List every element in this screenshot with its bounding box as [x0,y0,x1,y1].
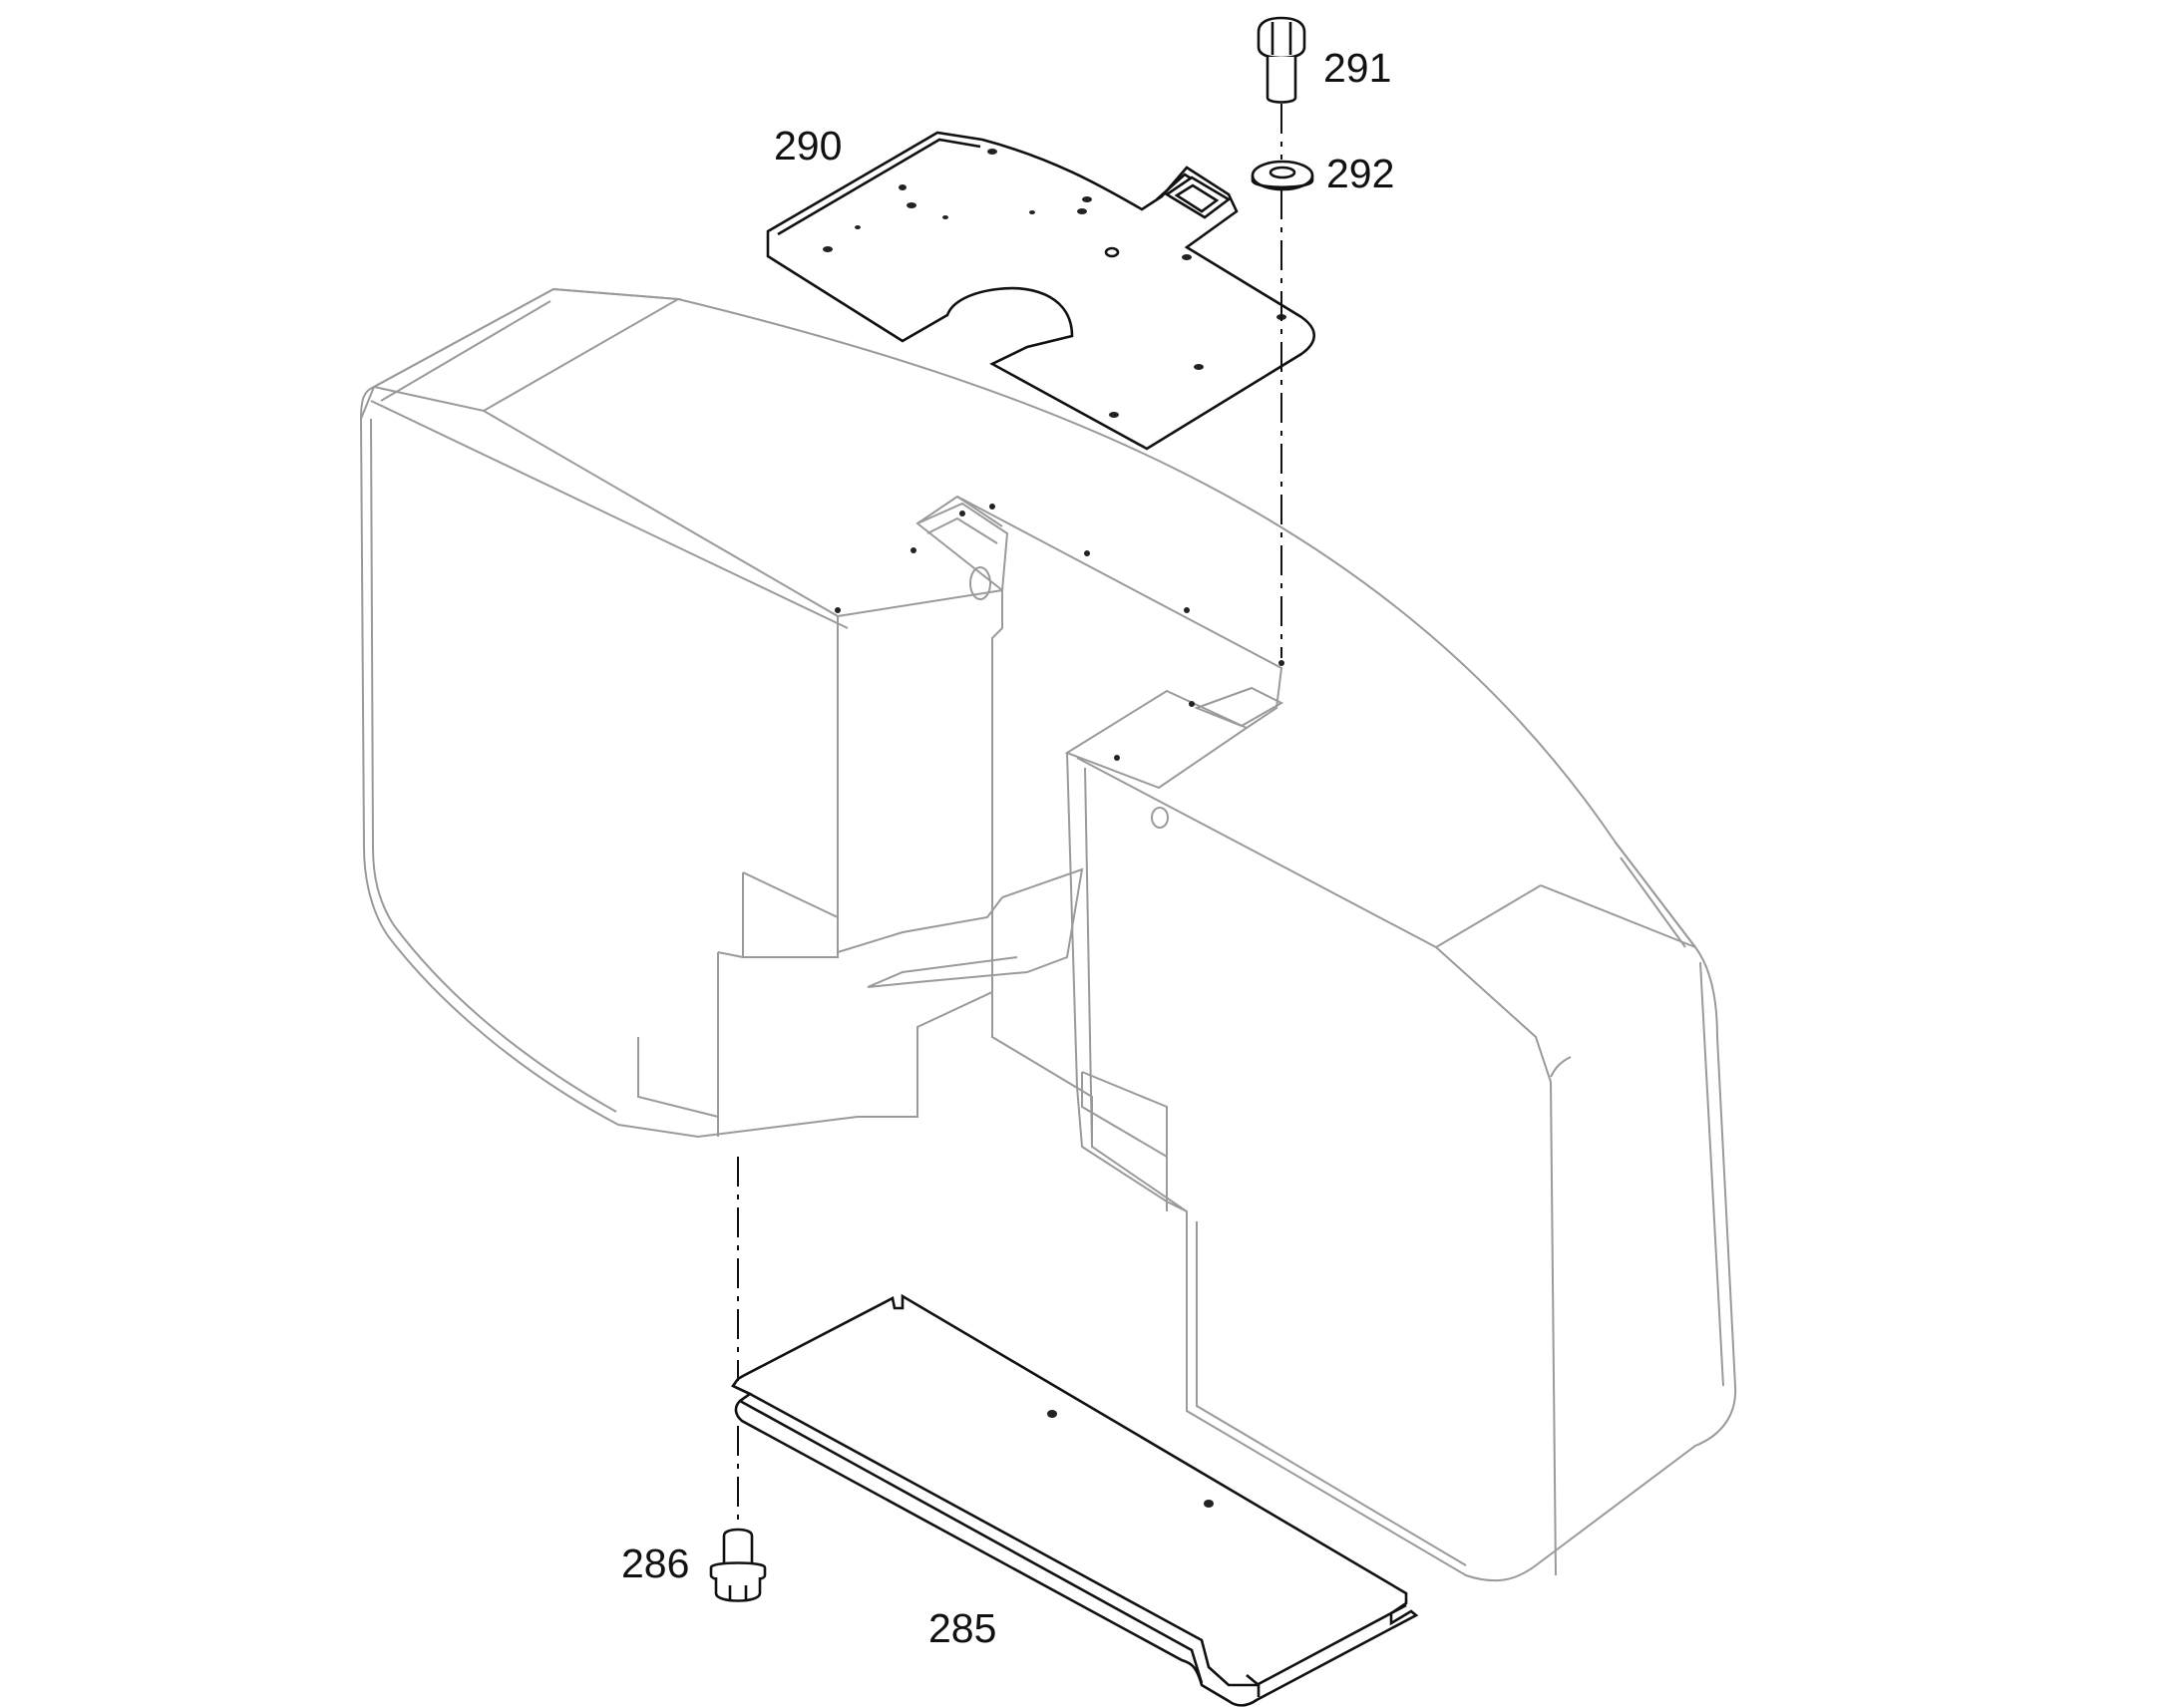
callout-290: 290 [774,123,842,169]
washer-292-thickness [1251,175,1314,188]
bolt-291-head [1257,16,1306,60]
right-box-inner-edge [1084,767,1724,1566]
left-box-top-face [371,287,682,413]
part-286-flange-bolt [709,1528,767,1602]
top-plate-outline [766,131,1316,451]
housing-mount-holes [835,504,1284,829]
housing-body [359,287,1737,1582]
bottom-plate-front-edge [739,1392,1407,1687]
top-plate-holes [823,149,1286,418]
right-box-lower-notch [1081,1071,1168,1211]
center-bracket-top [916,502,1284,728]
part-292-washer [1251,160,1314,191]
left-box-front-edge [360,386,849,629]
bolt-286-head [714,1577,762,1602]
assembly-centerlines [737,104,1282,1528]
callout-292: 292 [1326,151,1394,196]
top-plate-access-cover [1164,175,1232,219]
left-lower-step [637,871,839,1137]
part-285-bottom-plate [731,1293,1419,1707]
callout-labels: 291 290 292 286 285 [621,45,1394,1651]
part-290-top-plate [766,131,1316,451]
callout-291: 291 [1323,45,1391,91]
washer-292-inner [1269,166,1296,179]
center-channel [837,495,1283,1037]
bottom-plate-holes [1047,1410,1214,1508]
bolt-291-shank [1266,57,1297,104]
top-plate-access-cover-inner [1174,183,1220,213]
part-291-bolt [1257,16,1306,104]
bolt-291-head-facets [1271,22,1292,55]
right-box-top-face [1064,689,1250,790]
callout-286: 286 [621,1540,689,1586]
right-end-cap [1615,842,1696,948]
right-box-front-face [1066,752,1696,1576]
housing-outline [359,287,1737,1582]
callout-285: 285 [928,1605,996,1651]
bottom-plate-side-notch [732,1384,1261,1697]
bolt-286-head-facets [728,1585,748,1600]
bolt-286-shank [722,1528,754,1569]
housing-inner-edge [370,300,617,1113]
